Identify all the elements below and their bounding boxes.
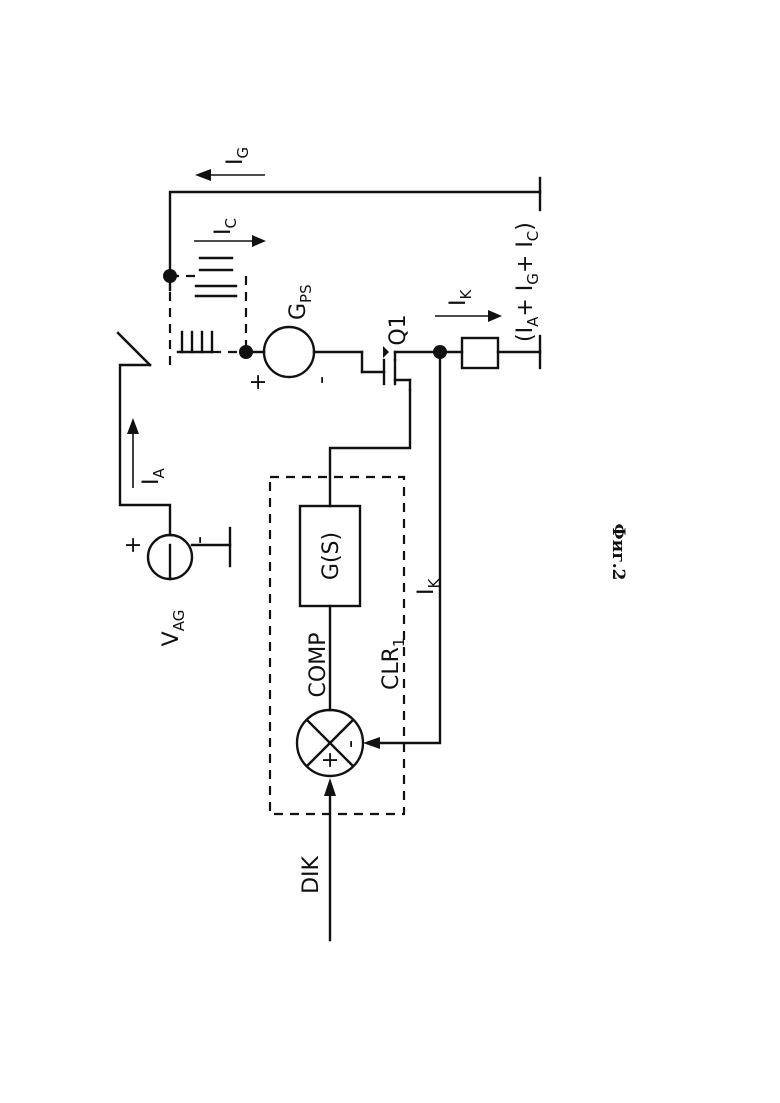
- vag-minus-sign: -: [187, 536, 212, 544]
- vag-plus-sign: +: [121, 536, 146, 554]
- vag-voltage-source: + - VAG: [120, 365, 230, 646]
- anode-switch: [118, 290, 170, 365]
- vag-label: VAG: [159, 610, 188, 647]
- summing-junction: + -: [297, 710, 363, 776]
- gps-plus-sign: +: [246, 373, 271, 391]
- svg-text:IK: IK: [414, 578, 443, 596]
- gps-power-source: + - GPS: [246, 284, 362, 391]
- svg-text:IA: IA: [139, 468, 168, 486]
- total-current-expression: (IA+ IG+ IC): [513, 222, 542, 342]
- clr1-label: CLR1: [379, 638, 408, 690]
- gps-label: GPS: [286, 284, 315, 320]
- q1-transistor: Q1: [362, 314, 440, 390]
- ic-current-arrow: IC: [194, 218, 266, 247]
- electrode-comb: [178, 332, 246, 352]
- svg-text:IG: IG: [223, 147, 252, 165]
- q1-label: Q1: [386, 314, 411, 345]
- comp-label: COMP: [306, 633, 331, 698]
- dik-label: DIK: [299, 856, 324, 894]
- svg-text:IC: IC: [211, 218, 240, 235]
- gs-transfer-block: G(S): [300, 506, 360, 606]
- ig-current-arrow: IG: [195, 147, 265, 181]
- svg-text:IK: IK: [446, 289, 475, 307]
- svg-text:(IA+ IG+ IC): (IA+ IG+ IC): [513, 222, 542, 342]
- sum-plus-sign: +: [318, 751, 343, 769]
- dik-input: DIK: [299, 778, 336, 940]
- ik-current-arrow: IK: [435, 289, 502, 323]
- figure-caption: Фиг.2: [608, 524, 628, 581]
- gps-minus-sign: -: [309, 376, 334, 384]
- sum-minus-sign: -: [338, 740, 363, 748]
- svg-text:CLR1: CLR1: [379, 638, 408, 690]
- gs-label: G(S): [319, 532, 344, 580]
- ia-current-arrow: IA: [127, 418, 168, 488]
